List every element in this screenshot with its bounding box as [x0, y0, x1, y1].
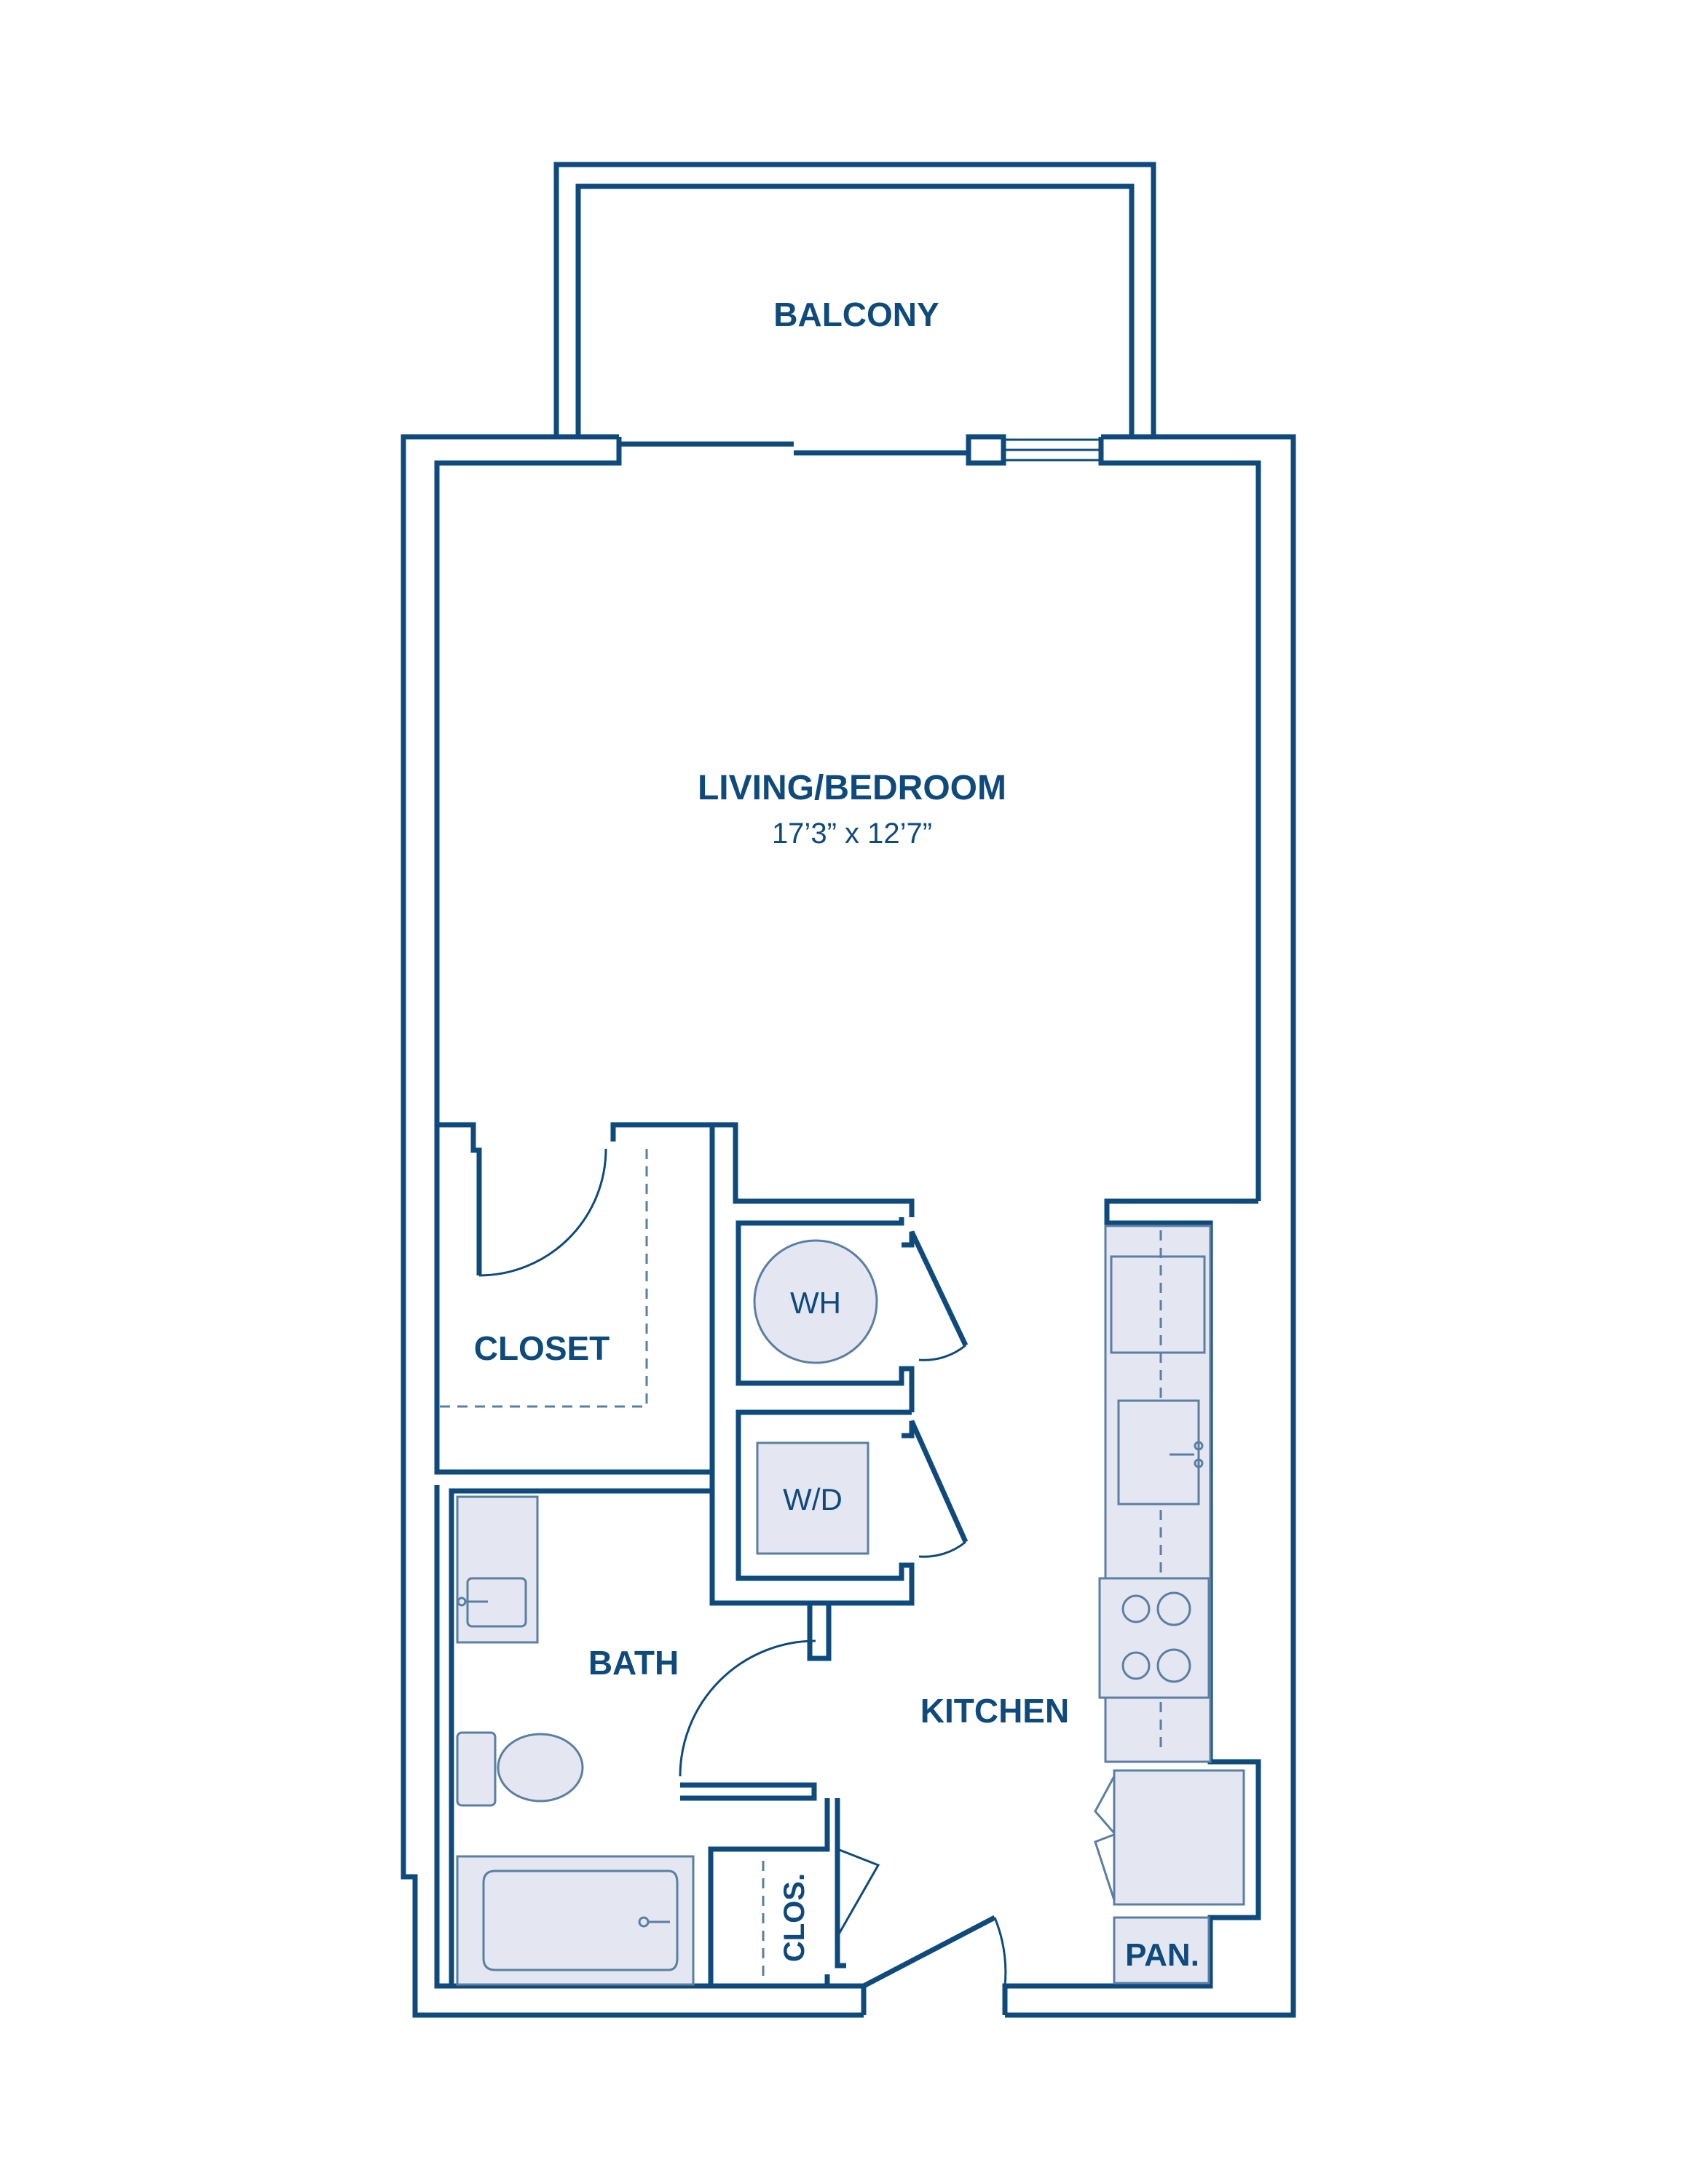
exterior-walls [401, 434, 1296, 2018]
water-heater [753, 1239, 878, 1364]
bathtub-basin [482, 1870, 679, 1971]
toilet-tank [456, 1731, 497, 1807]
entry-door [862, 1915, 1007, 1989]
kitchen-sink [1117, 1399, 1200, 1506]
washer-dryer-label: W/D [783, 1482, 843, 1516]
clos-door-swing [836, 1848, 880, 1937]
utility-closets: WH W/D [709, 1122, 969, 1606]
balcony [553, 162, 1156, 437]
living-bedroom-dimensions: 17’3” x 12’7” [772, 818, 932, 850]
refrigerator [1110, 1255, 1206, 1354]
bath-label: BATH [588, 1644, 679, 1682]
balcony-label: BALCONY [773, 296, 939, 333]
living-bedroom-label: LIVING/BEDROOM [698, 769, 1006, 807]
washer-dryer [756, 1441, 869, 1555]
small-closet: CLOS. [708, 1798, 880, 1986]
closet: CLOSET [434, 1122, 715, 1475]
closet-door-swing [478, 1148, 607, 1277]
wh-door-swing [918, 1344, 966, 1361]
entry-door-swing [993, 1917, 1007, 1987]
pantry-cabinet [1113, 1769, 1245, 1906]
kitchen-label: KITCHEN [920, 1692, 1069, 1730]
clos-label: CLOS. [778, 1873, 811, 1962]
kitchen: PAN. KITCHEN [920, 1224, 1245, 1985]
pantry-label: PAN. [1125, 1937, 1199, 1973]
toilet-bowl [497, 1733, 584, 1803]
bath-door-swing [679, 1639, 816, 1777]
pantry [1113, 1916, 1210, 1985]
bath: BATH [449, 1488, 832, 1986]
wd-door-swing [918, 1540, 966, 1558]
closet-label: CLOSET [474, 1329, 610, 1367]
cooktop [1098, 1577, 1210, 1699]
water-heater-label: WH [790, 1286, 841, 1320]
